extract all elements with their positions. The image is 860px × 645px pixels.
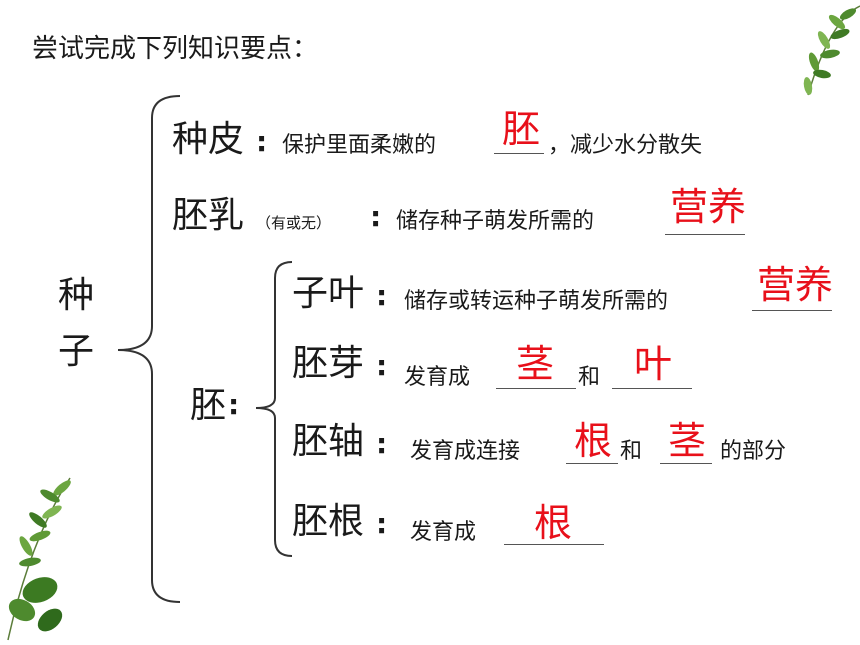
seed-coat-desc-post: ，减少水分散失 bbox=[548, 133, 703, 158]
endosperm-desc: 储存种子萌发所需的 bbox=[396, 209, 595, 234]
plumule-answer-2: 叶 bbox=[634, 342, 673, 386]
plumule-term: 胚芽 bbox=[292, 343, 365, 384]
cotyledon-term: 子叶 bbox=[292, 273, 365, 314]
plumule-blank-1 bbox=[496, 388, 576, 389]
radicle-blank bbox=[504, 544, 604, 545]
cotyledon-desc: 储存或转运种子萌发所需的 bbox=[404, 289, 669, 314]
seed-coat-answer: 胚 bbox=[502, 107, 541, 151]
seed-label-char-2: 子 bbox=[58, 331, 95, 372]
radicle-answer: 根 bbox=[534, 501, 573, 545]
endosperm-colon: : bbox=[370, 200, 382, 233]
endosperm-note: （有或无） bbox=[256, 214, 332, 232]
radicle-desc: 发育成 bbox=[410, 520, 477, 545]
hypocotyl-blank-1 bbox=[566, 463, 618, 464]
hypocotyl-blank-2 bbox=[660, 463, 712, 464]
embryo-brace bbox=[255, 261, 293, 557]
embryo-colon: : bbox=[228, 388, 240, 421]
endosperm-answer: 营养 bbox=[670, 185, 747, 229]
hypocotyl-term: 胚轴 bbox=[292, 421, 365, 462]
plumule-desc: 发育成 bbox=[404, 365, 471, 390]
hypocotyl-answer-1: 根 bbox=[574, 419, 613, 463]
seed-label-char-1: 种 bbox=[58, 275, 95, 316]
plumule-mid: 和 bbox=[578, 365, 601, 390]
embryo-term: 胚 bbox=[190, 385, 227, 426]
radicle-term: 胚根 bbox=[292, 501, 365, 542]
radicle-colon: : bbox=[376, 507, 388, 540]
seed-coat-blank bbox=[494, 153, 544, 154]
seed-coat-desc-pre: 保护里面柔嫩的 bbox=[282, 133, 437, 158]
seed-brace bbox=[117, 95, 181, 603]
plumule-answer-1: 茎 bbox=[516, 342, 555, 386]
endosperm-term: 胚乳 bbox=[172, 195, 245, 236]
leaf-branch-top-right-icon bbox=[803, 5, 860, 96]
hypocotyl-mid: 和 bbox=[620, 439, 643, 464]
hypocotyl-post: 的部分 bbox=[720, 439, 787, 464]
seed-coat-colon: : bbox=[256, 125, 268, 158]
endosperm-blank bbox=[665, 234, 745, 235]
hypocotyl-desc: 发育成连接 bbox=[410, 439, 521, 464]
hypocotyl-colon: : bbox=[376, 427, 388, 460]
cotyledon-colon: : bbox=[376, 279, 388, 312]
cotyledon-blank bbox=[752, 310, 832, 311]
plumule-colon: : bbox=[376, 349, 388, 382]
hypocotyl-answer-2: 茎 bbox=[668, 419, 707, 463]
plumule-blank-2 bbox=[612, 388, 692, 389]
cotyledon-answer: 营养 bbox=[757, 263, 834, 307]
seed-coat-term: 种皮 bbox=[172, 119, 245, 160]
leaf-branch-bottom-left-icon bbox=[7, 477, 71, 641]
page-title: 尝试完成下列知识要点： bbox=[32, 34, 319, 64]
